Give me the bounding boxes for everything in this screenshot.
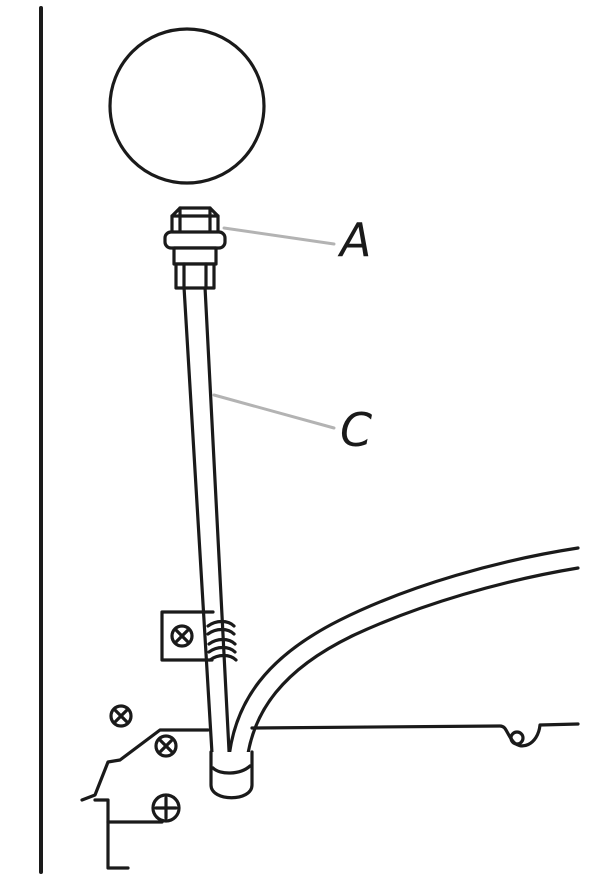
bottom-panel — [80, 722, 580, 870]
callout-label-a: A — [337, 213, 371, 267]
screw-icon — [154, 734, 178, 758]
curved-hose — [226, 546, 580, 772]
leader-line-c — [212, 393, 336, 430]
screw-icon — [109, 704, 133, 728]
tube-clip-bracket — [160, 610, 215, 662]
circle-port-icon — [108, 27, 266, 185]
leader-line-a — [222, 226, 336, 246]
screw-icon — [151, 793, 181, 823]
hex-fitting-icon — [163, 206, 227, 290]
tube-coil — [206, 619, 238, 662]
screw-icon — [170, 624, 194, 648]
tube-c — [182, 285, 232, 772]
callout-label-c: C — [340, 403, 372, 457]
tube-end-cup — [209, 750, 254, 800]
